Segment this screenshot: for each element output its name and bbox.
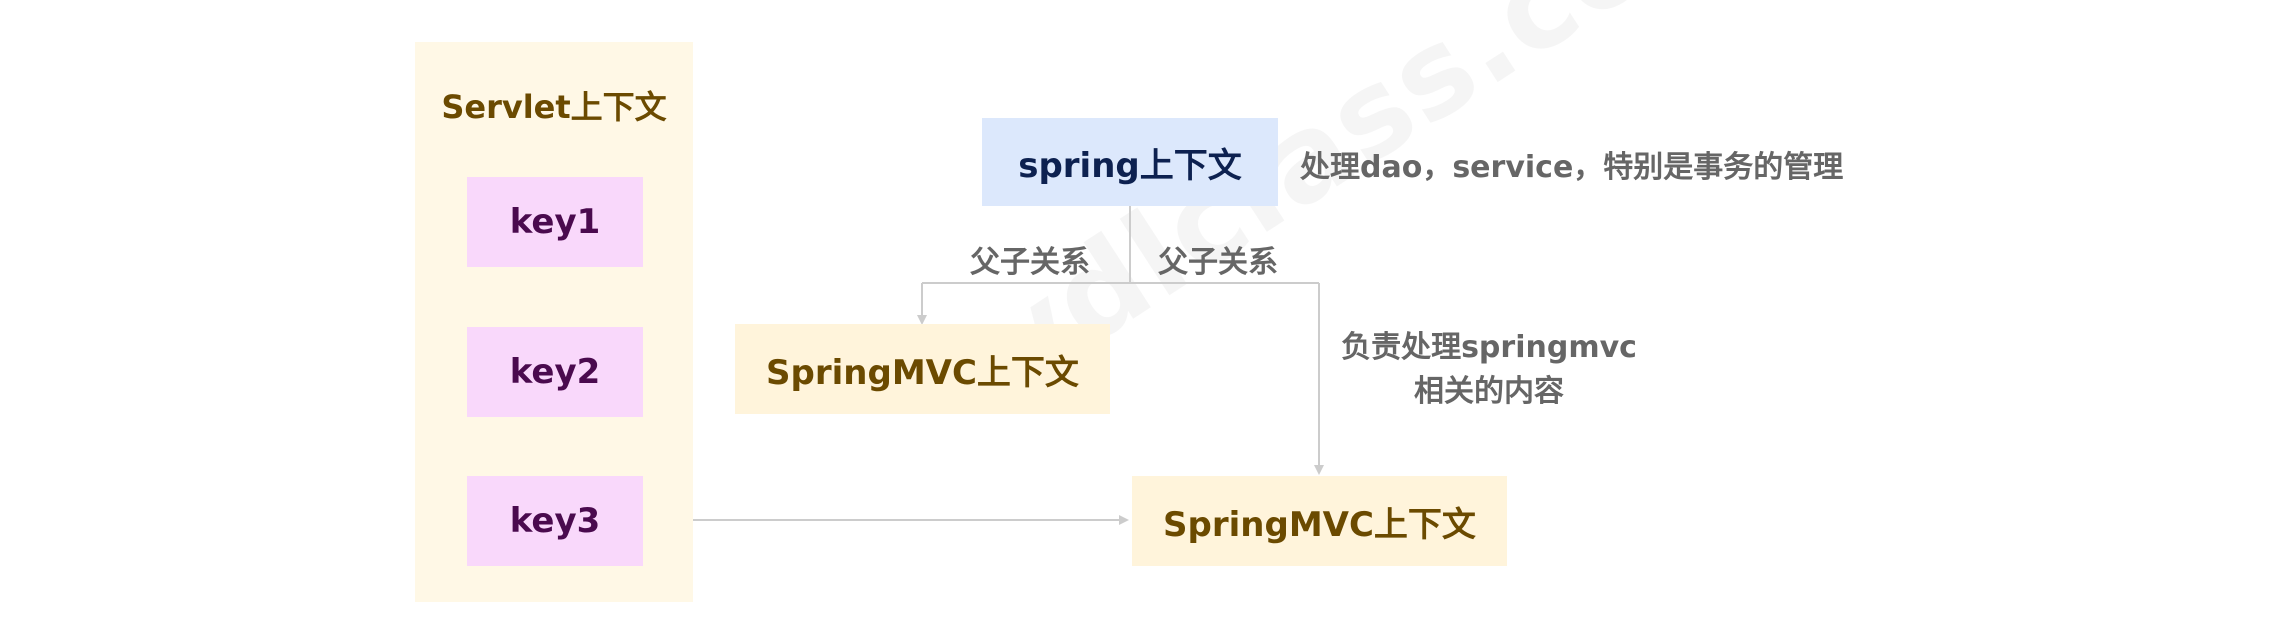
key2-box: key2 xyxy=(467,327,643,417)
springmvc-note-line1: 负责处理springmvc xyxy=(1341,330,1637,365)
relation-label-right: 父子关系 xyxy=(1158,245,1278,280)
springmvc-note-line2: 相关的内容 xyxy=(1414,374,1564,409)
spring-context-box: spring上下文 xyxy=(982,118,1278,206)
key3-box: key3 xyxy=(467,476,643,566)
relation-label-left: 父子关系 xyxy=(970,245,1090,280)
springmvc-note: 负责处理springmvc 相关的内容 xyxy=(1338,326,1640,414)
spring-context-note: 处理dao，service，特别是事务的管理 xyxy=(1300,150,1844,185)
servlet-context-title: Servlet上下文 xyxy=(441,88,667,126)
springmvc-context-box-2: SpringMVC上下文 xyxy=(1132,476,1507,566)
springmvc-context-box-1: SpringMVC上下文 xyxy=(735,324,1110,414)
key1-box: key1 xyxy=(467,177,643,267)
